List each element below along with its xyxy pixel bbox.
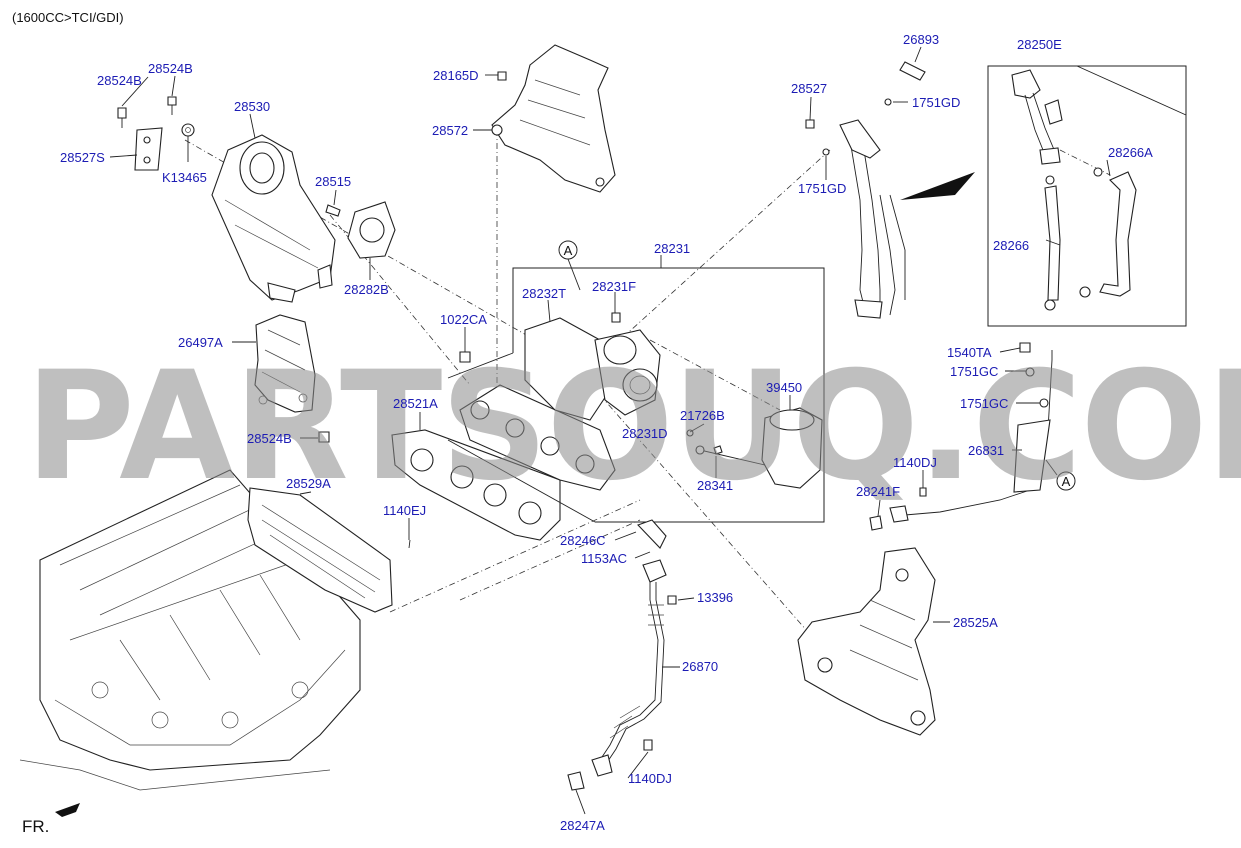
callout-28241F[interactable]: 28241F xyxy=(856,484,900,499)
callout-28515[interactable]: 28515 xyxy=(315,174,351,189)
callout-28282B[interactable]: 28282B xyxy=(344,282,389,297)
watermark-text: PARTSOUQ.COM xyxy=(25,340,1241,514)
callout-28232T[interactable]: 28232T xyxy=(522,286,566,301)
callout-28231D[interactable]: 28231D xyxy=(622,426,668,441)
callout-28246C[interactable]: 28246C xyxy=(560,533,606,548)
callout-labels: 28524B 28524B 28530 28527S K13465 28515 … xyxy=(60,32,1153,833)
callout-1140EJ[interactable]: 1140EJ xyxy=(383,503,426,518)
callout-1153AC[interactable]: 1153AC xyxy=(581,551,627,566)
engine-spec-header: (1600CC>TCI/GDI) xyxy=(12,10,124,25)
callout-1751GD[interactable]: 1751GD xyxy=(798,181,846,196)
callout-21726B[interactable]: 21726B xyxy=(680,408,725,423)
callout-28525A[interactable]: 28525A xyxy=(953,615,998,630)
coolant-pipe-1751GD xyxy=(805,61,975,319)
callout-1022CA[interactable]: 1022CA xyxy=(440,312,487,327)
exhaust-manifold-turbo xyxy=(459,312,661,491)
reference-mark-a-1: A xyxy=(564,243,573,258)
oil-return-pipe-26831 xyxy=(869,342,1053,531)
heat-protector-28525A xyxy=(797,547,936,736)
oil-feed-pipe-26870 xyxy=(567,519,677,791)
callout-28524B[interactable]: 28524B xyxy=(97,73,142,88)
callout-1751GD[interactable]: 1751GD xyxy=(912,95,960,110)
bracket-28527S xyxy=(134,127,163,171)
callout-26831[interactable]: 26831 xyxy=(968,443,1004,458)
callout-28572[interactable]: 28572 xyxy=(432,123,468,138)
callout-1140DJ[interactable]: 1140DJ xyxy=(628,771,672,786)
callout-13396[interactable]: 13396 xyxy=(697,590,733,605)
heat-protector-26497A xyxy=(254,314,316,413)
callout-28529A[interactable]: 28529A xyxy=(286,476,331,491)
callout-28341[interactable]: 28341 xyxy=(697,478,733,493)
front-arrow-icon xyxy=(55,803,80,817)
catalytic-converter-28530 xyxy=(211,134,336,303)
callout-28524B[interactable]: 28524B xyxy=(247,431,292,446)
callout-1751GC[interactable]: 1751GC xyxy=(960,396,1008,411)
reference-mark-a-2: A xyxy=(1062,474,1071,489)
callout-26893[interactable]: 26893 xyxy=(903,32,939,47)
reference-marks: A A xyxy=(558,240,1076,491)
stud-28515 xyxy=(325,204,341,217)
callout-1540TA[interactable]: 1540TA xyxy=(947,345,992,360)
gasket-28282B xyxy=(347,201,396,259)
callout-28231F[interactable]: 28231F xyxy=(592,279,636,294)
callout-26870[interactable]: 26870 xyxy=(682,659,718,674)
callout-leaders xyxy=(109,46,1111,815)
callout-28527[interactable]: 28527 xyxy=(791,81,827,96)
callout-28524B[interactable]: 28524B xyxy=(148,61,193,76)
heat-protector-28572 xyxy=(491,44,616,193)
callout-K13465[interactable]: K13465 xyxy=(162,170,207,185)
callout-26497A[interactable]: 26497A xyxy=(178,335,223,350)
callout-28266[interactable]: 28266 xyxy=(993,238,1029,253)
front-orientation-label: FR. xyxy=(22,817,49,836)
bolts-28524B xyxy=(117,96,330,443)
nut-K13465 xyxy=(181,123,195,137)
wastegate-actuator-39450 xyxy=(686,407,823,489)
heat-protector-28529A xyxy=(247,487,393,613)
callout-1751GC[interactable]: 1751GC xyxy=(950,364,998,379)
reference-circle xyxy=(1056,471,1076,491)
callout-28266A[interactable]: 28266A xyxy=(1108,145,1153,160)
callout-28521A[interactable]: 28521A xyxy=(393,396,438,411)
callout-28231[interactable]: 28231 xyxy=(654,241,690,256)
callout-28527S[interactable]: 28527S xyxy=(60,150,105,165)
callout-1140DJ[interactable]: 1140DJ xyxy=(893,455,937,470)
callout-28247A[interactable]: 28247A xyxy=(560,818,605,833)
callout-28165D[interactable]: 28165D xyxy=(433,68,479,83)
inset-box-28250E xyxy=(987,65,1187,327)
callout-28250E[interactable]: 28250E xyxy=(1017,37,1062,52)
callout-28530[interactable]: 28530 xyxy=(234,99,270,114)
gasket-28521A xyxy=(391,429,561,541)
turbo-assembly-box xyxy=(447,267,825,523)
callout-39450[interactable]: 39450 xyxy=(766,380,802,395)
